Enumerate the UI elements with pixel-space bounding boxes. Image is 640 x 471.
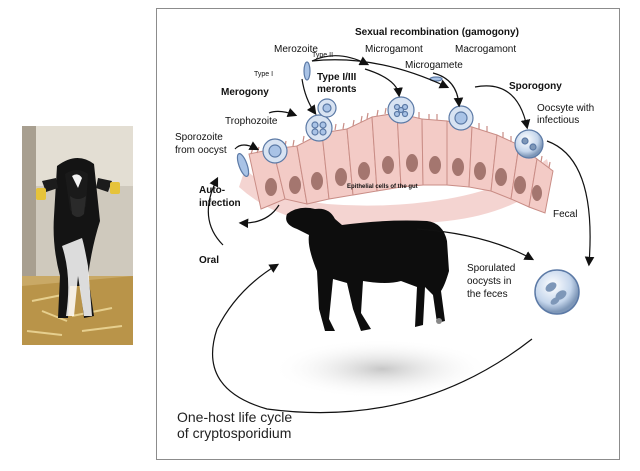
diagram-caption: One-host life cycle of cryptosporidium: [177, 409, 292, 441]
label-auto-infection-2: infection: [199, 198, 241, 209]
label-epithelial-cells: Epithelial cells of the gut: [347, 184, 418, 190]
calf-photo: [22, 126, 133, 345]
lifecycle-arrows: [207, 55, 595, 414]
label-meronts-1: Type I/III: [317, 72, 357, 83]
label-type-ii: Type II: [312, 52, 334, 59]
lifecycle-diagram: Sexual recombination (gamogony) Merozoit…: [156, 8, 620, 460]
epithelial-cells: [239, 106, 554, 226]
label-microgamete: Microgamete: [405, 60, 463, 71]
label-merogony: Merogony: [221, 87, 269, 98]
label-sporulated-3: the feces: [467, 289, 508, 300]
label-type-i: Type I: [254, 71, 274, 78]
label-microgamont: Microgamont: [365, 44, 423, 55]
label-sporozoite-1: Sporozoite: [175, 132, 223, 143]
parasite-stages: [236, 61, 544, 177]
label-sporogony: Sporogony: [509, 81, 562, 92]
sporulated-oocyst: [534, 269, 580, 315]
label-sporozoite-2: from oocyst: [175, 145, 227, 156]
label-auto-infection-1: Auto-: [199, 185, 226, 196]
label-oral: Oral: [199, 255, 220, 266]
caption-line-1: One-host life cycle: [177, 409, 293, 425]
label-fecal: Fecal: [553, 209, 578, 220]
label-sporulated-2: oocysts in: [467, 276, 512, 287]
label-merozoite: Merozoite: [274, 44, 318, 55]
calf-silhouette: [286, 207, 449, 331]
caption-line-2: of cryptosporidium: [177, 425, 292, 441]
label-sporulated-1: Sporulated: [467, 263, 516, 274]
label-oocyst-2: infectious: [537, 115, 580, 126]
diagram-title: Sexual recombination (gamogony): [355, 27, 519, 38]
label-oocyst-1: Oocsyte with: [537, 103, 595, 114]
label-macrogamont: Macrogamont: [455, 44, 517, 55]
label-trophozoite: Trophozoite: [225, 116, 278, 127]
label-meronts-2: meronts: [317, 84, 357, 95]
